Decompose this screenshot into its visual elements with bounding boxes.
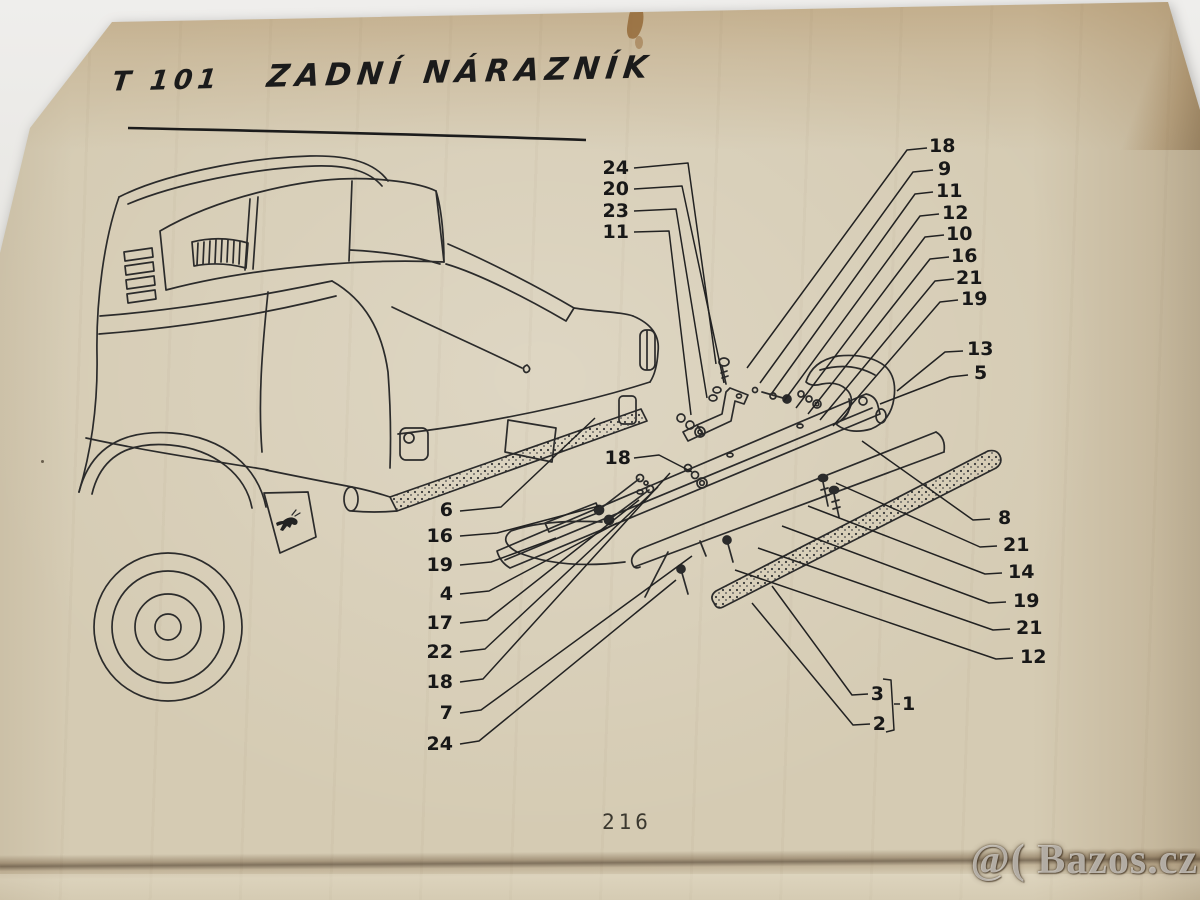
callout-label: 5 <box>974 362 987 384</box>
callout-label: 9 <box>938 158 951 180</box>
callout-labels: 24 20 23 11 18 9 11 12 10 16 21 19 13 5 … <box>427 135 1047 755</box>
callout-label: 10 <box>946 223 972 245</box>
paper-stain-small <box>635 36 643 49</box>
callout-label: 18 <box>929 135 955 157</box>
callout-label: 4 <box>440 583 453 605</box>
callout-label: 19 <box>961 288 987 310</box>
callout-label: 1 <box>902 693 915 715</box>
callout-label: 21 <box>956 267 982 289</box>
callout-label: 6 <box>440 499 453 521</box>
callout-label: 24 <box>603 157 629 179</box>
callout-label: 18 <box>605 447 631 469</box>
callout-label: 24 <box>427 733 453 755</box>
callout-label: 11 <box>603 221 629 243</box>
title-underline <box>127 126 587 142</box>
callout-label: 2 <box>873 713 886 735</box>
callout-label: 14 <box>1008 561 1034 583</box>
callout-label: 18 <box>427 671 453 693</box>
page-number: 216 <box>602 810 652 834</box>
callout-label: 11 <box>936 180 962 202</box>
callout-label: 17 <box>427 612 453 634</box>
callout-label: 12 <box>942 202 968 224</box>
callout-label: 19 <box>1013 590 1039 612</box>
callout-label: 23 <box>603 200 629 222</box>
callout-label: 20 <box>603 178 629 200</box>
callout-label: 22 <box>427 641 453 663</box>
callout-label: 21 <box>1016 617 1042 639</box>
callout-label: 21 <box>1003 534 1029 556</box>
leader-lines <box>459 147 1014 745</box>
callout-label: 16 <box>951 245 977 267</box>
callout-label: 12 <box>1020 646 1046 668</box>
callout-label: 8 <box>998 507 1011 529</box>
callout-label: 3 <box>871 683 884 705</box>
paper-speck <box>41 460 44 463</box>
exploded-bumper-parts <box>496 354 1002 609</box>
figure-code: T 101 <box>110 63 224 98</box>
page-bottom-curl <box>0 874 1200 900</box>
callout-label: 16 <box>427 525 453 547</box>
callout-label: 19 <box>427 554 453 576</box>
callout-label: 7 <box>440 702 453 724</box>
callout-label: 13 <box>967 338 993 360</box>
watermark: @( Bazos.cz <box>970 837 1198 883</box>
car-illustration <box>78 155 660 702</box>
